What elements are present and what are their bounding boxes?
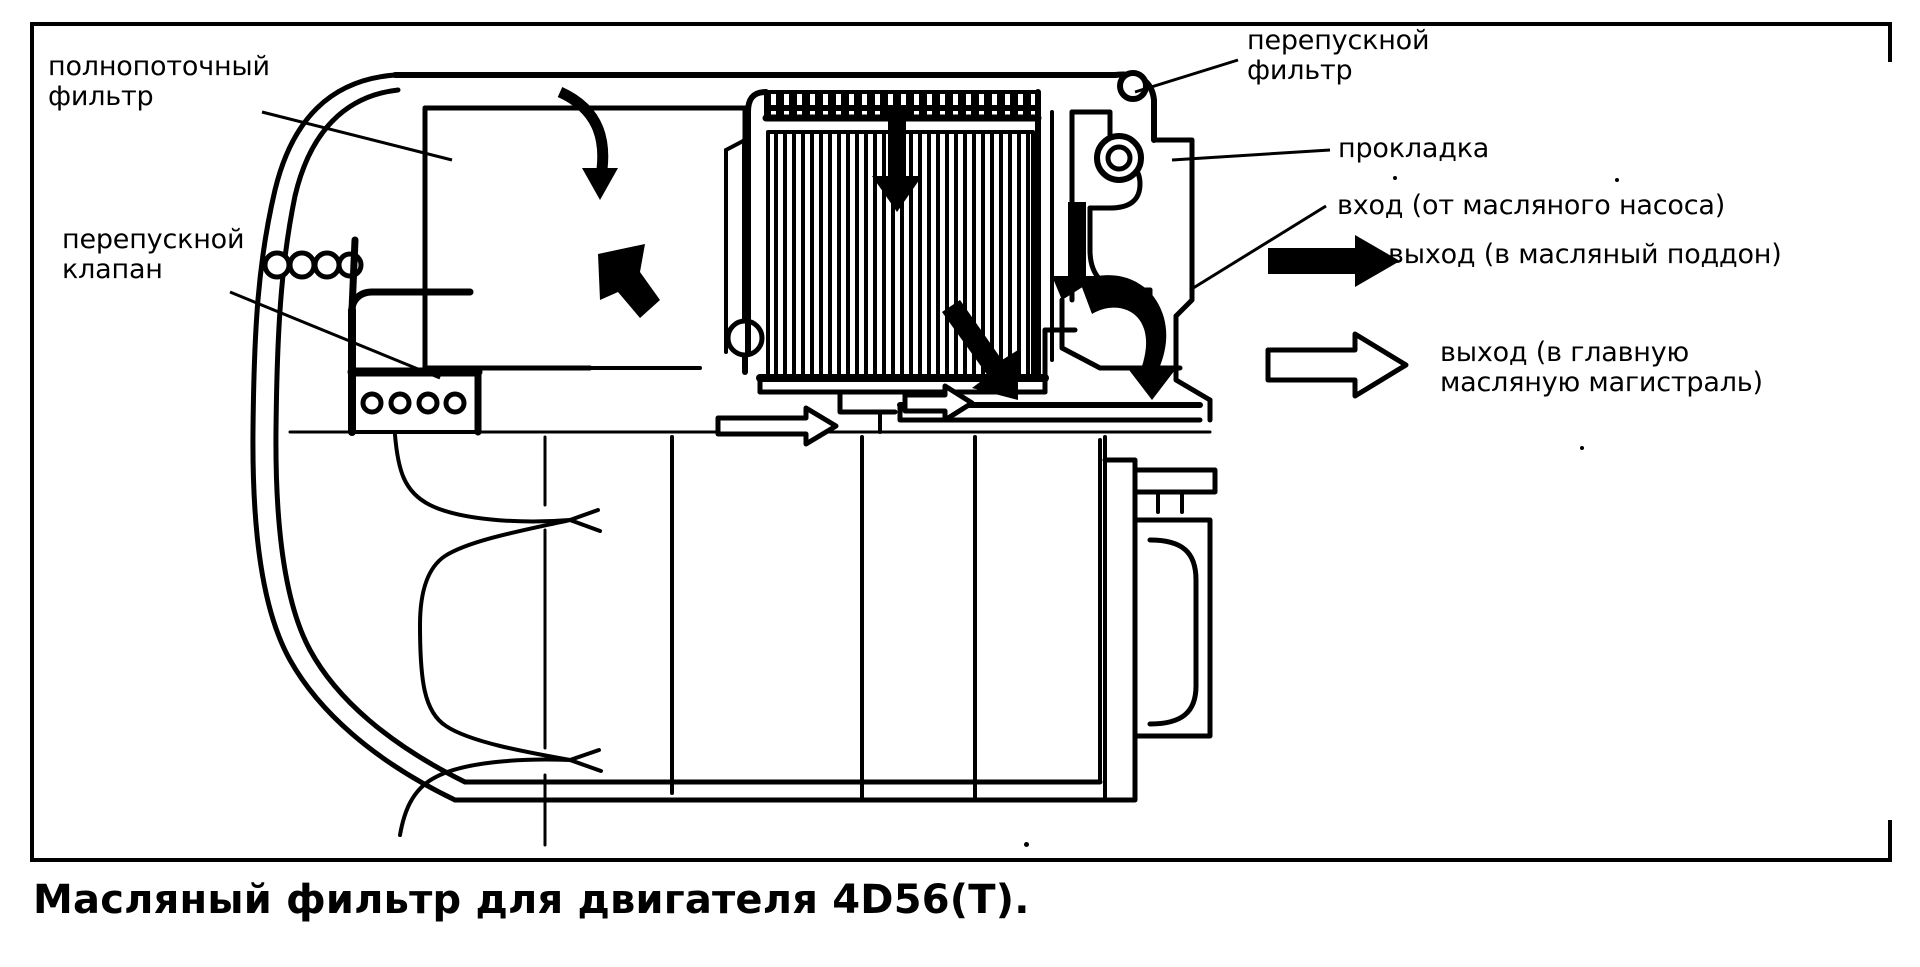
callout-gasket: прокладка (1338, 133, 1490, 164)
flow-arrows (557, 86, 1178, 447)
legend-label-outlet-to-pan: выход (в масляный поддон) (1388, 239, 1782, 270)
legend-label-inlet: вход (от масляного насоса) (1337, 190, 1726, 221)
leader-bypass-valve (229, 290, 441, 380)
figure-caption: Масляный фильтр для двигателя 4D56(T). (33, 877, 1030, 923)
figure-border-right-bottom (1888, 820, 1892, 862)
leader-full-flow-filter (261, 110, 453, 162)
legend-label-outlet-to-main-gallery: выход (в главную масляную магистраль) (1440, 337, 1763, 399)
scan-speck (1615, 178, 1619, 182)
leader-inlet (1189, 204, 1327, 292)
filter-housing-outline (250, 70, 1218, 847)
callout-bypass-valve: перепускной клапан (62, 224, 245, 286)
legend-hollow-arrow (1265, 331, 1409, 399)
figure-border (30, 22, 1892, 862)
callout-bypass-filter: перепускной фильтр (1247, 25, 1430, 87)
scan-speck (1024, 842, 1029, 847)
callout-leader-lines (229, 58, 1331, 380)
legend-solid-arrow (1268, 235, 1400, 287)
legend-markers (1265, 235, 1409, 399)
scan-speck (1393, 176, 1397, 180)
scan-speck (1580, 446, 1584, 450)
callout-full-flow-filter: полнопоточный фильтр (48, 51, 270, 113)
leader-bypass-filter (1134, 58, 1239, 94)
figure-border-right-top (1888, 22, 1892, 62)
leader-gasket (1171, 148, 1331, 162)
